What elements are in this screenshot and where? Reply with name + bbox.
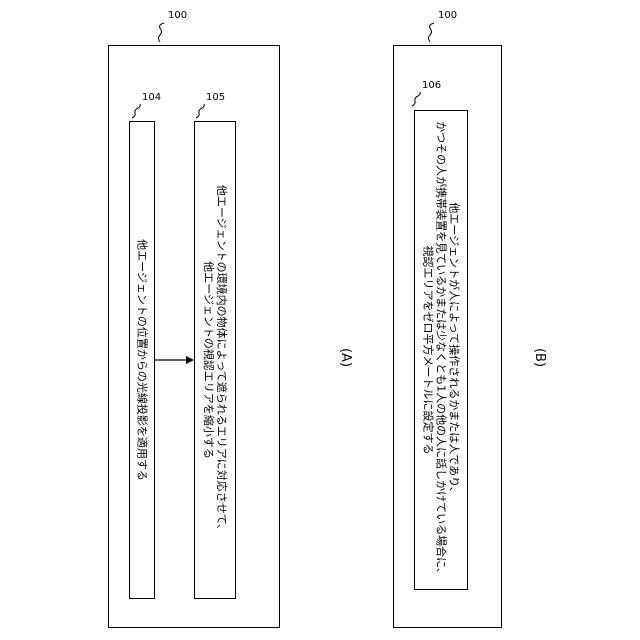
panel-a-label: (A) xyxy=(338,348,353,367)
ref-105-leader xyxy=(196,104,204,118)
ref-100a-leader xyxy=(159,23,165,42)
ref-106-leader xyxy=(412,92,420,106)
ref-104: 104 xyxy=(142,92,161,103)
ref-105: 105 xyxy=(206,92,225,103)
ref-106: 106 xyxy=(422,80,441,91)
ref-100a: 100 xyxy=(168,10,187,21)
panel-b-label: (B) xyxy=(532,348,547,367)
ref-100b-leader xyxy=(429,23,435,42)
ref-104-leader xyxy=(132,104,140,118)
flow-arrow-head xyxy=(186,356,194,364)
ref-100b: 100 xyxy=(438,10,457,21)
